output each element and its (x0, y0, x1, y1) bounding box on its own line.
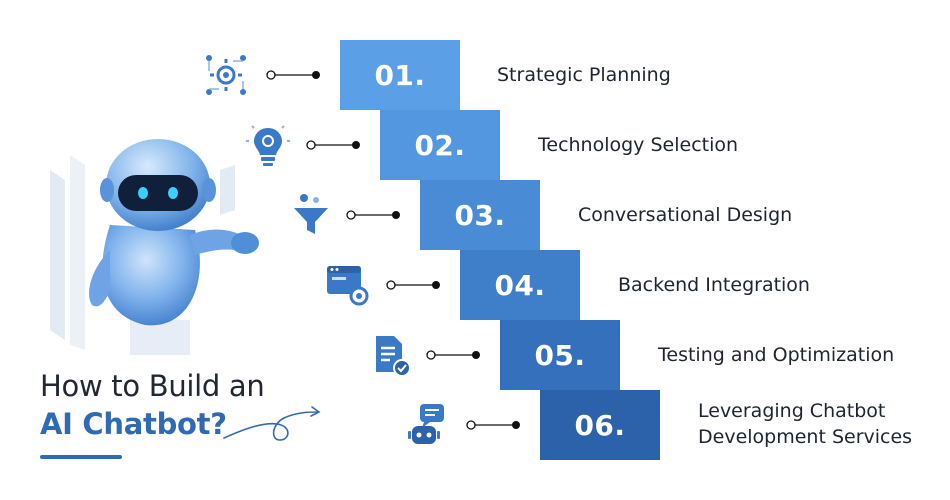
chatbot-bubble-icon (408, 404, 444, 444)
step-number-6: 06. (540, 390, 660, 460)
connector-1 (266, 70, 320, 80)
title-underline (40, 455, 122, 459)
step-label-5: Testing and Optimization (658, 344, 895, 366)
step-label-3: Conversational Design (578, 204, 793, 226)
step-label-2: Technology Selection (538, 134, 739, 156)
step-number-3: 03. (420, 180, 540, 250)
step-number-4: 04. (460, 250, 580, 320)
robot-illustration (50, 139, 259, 355)
document-check-icon (376, 336, 411, 377)
step-number-2: 02. (380, 110, 500, 180)
title-line-2: AI Chatbot? (40, 407, 227, 441)
title-line-1: How to Build an (40, 369, 265, 403)
step-number-5: 05. (500, 320, 620, 390)
step-label-4: Backend Integration (618, 274, 810, 296)
connector-2 (306, 140, 360, 150)
step-number-1: 01. (340, 40, 460, 110)
browser-gear-icon (327, 266, 369, 306)
gear-network-icon (206, 55, 246, 95)
step-label-1: Strategic Planning (497, 64, 671, 86)
swirl-arrow-icon (223, 406, 321, 441)
funnel-people-icon (294, 194, 328, 234)
connector-4 (386, 280, 440, 290)
connector-5 (426, 350, 480, 360)
connector-6 (466, 420, 520, 430)
connector-3 (346, 210, 400, 220)
lightbulb-gear-icon (246, 125, 290, 166)
step-label-6: Leveraging Chatbot Development Services (698, 400, 913, 448)
